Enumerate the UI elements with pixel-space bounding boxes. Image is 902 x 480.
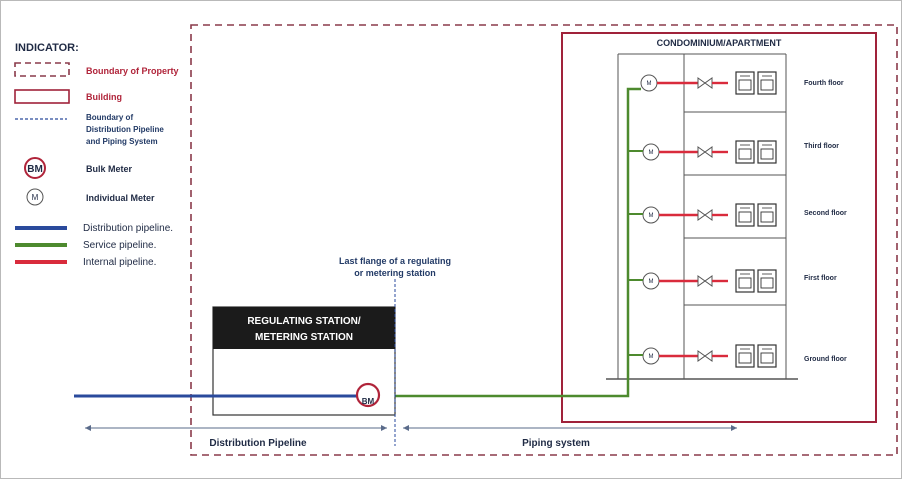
- legend-boundary-pipeline-label-1: Boundary of: [86, 113, 133, 122]
- stove-oven-fourth-2: [760, 79, 774, 91]
- regulating-station-title-2: METERING STATION: [255, 332, 353, 343]
- stove-icon-second-2: [757, 203, 777, 227]
- building-title: CONDOMINIUM/APARTMENT: [657, 38, 782, 48]
- legend-internal-label: Internal pipeline.: [83, 257, 156, 268]
- distribution-span-arrow-left: [85, 425, 91, 431]
- stove-oven-ground-1: [738, 352, 752, 364]
- stove-oven-third-1: [738, 148, 752, 160]
- stove-oven-second-2: [760, 211, 774, 223]
- meter-symbol-first: M: [649, 279, 654, 285]
- stove-oven-first-2: [760, 277, 774, 289]
- stove-icon-second-1: [735, 203, 755, 227]
- stove-icon-first-1: [735, 269, 755, 293]
- legend-distribution-label: Distribution pipeline.: [83, 223, 173, 234]
- valve-icon-third: [697, 146, 713, 158]
- property-boundary: [190, 24, 898, 456]
- stove-oven-fourth-1: [738, 79, 752, 91]
- valve-icon-second: [697, 209, 713, 221]
- legend-building-label: Building: [86, 92, 122, 102]
- building-outline: [561, 32, 877, 423]
- distribution-span-arrow-right: [381, 425, 387, 431]
- legend-boundary-property-symbol: [14, 62, 70, 77]
- floor-meter-symbols: M M M M M: [647, 81, 654, 360]
- stove-oven-third-2: [760, 148, 774, 160]
- legend-individual-meter-icon: [26, 188, 44, 206]
- piping-span-label: Piping system: [522, 438, 590, 449]
- floor-label-ground: Ground floor: [804, 356, 847, 363]
- stove-icon-third-2: [757, 140, 777, 164]
- flange-note-line-1: Last flange of a regulating: [339, 256, 451, 266]
- legend-individual-meter-label: Individual Meter: [86, 193, 155, 203]
- legend-individual-meter-symbol: M: [32, 193, 39, 202]
- bulk-meter-icon: [355, 382, 381, 408]
- legend-service-label: Service pipeline.: [83, 240, 156, 251]
- stove-icon-ground-2: [757, 344, 777, 368]
- flange-note-line-2: or metering station: [354, 268, 436, 278]
- stove-icon-first-2: [757, 269, 777, 293]
- regulating-station-header: [213, 307, 395, 349]
- floor-labels: Fourth floor Third floor Second floor Fi…: [804, 80, 847, 363]
- distribution-span-label: Distribution Pipeline: [209, 438, 307, 449]
- stove-oven-second-1: [738, 211, 752, 223]
- legend-boundary-pipeline-label-2: Distribution Pipeline: [86, 125, 164, 134]
- legend-bulk-meter-symbol: BM: [27, 164, 43, 175]
- floor-label-third: Third floor: [804, 143, 839, 150]
- stove-icon-ground-1: [735, 344, 755, 368]
- legend-boundary-pipeline-label-3: and Piping System: [86, 137, 158, 146]
- stove-oven-first-1: [738, 277, 752, 289]
- stove-icon-fourth-2: [757, 71, 777, 95]
- meter-symbol-second: M: [649, 213, 654, 219]
- legend-bulk-meter-icon: [24, 157, 46, 179]
- regulating-station-title-1: REGULATING STATION/: [247, 316, 361, 327]
- bulk-meter-symbol: BM: [362, 397, 375, 406]
- floor-label-second: Second floor: [804, 210, 847, 217]
- stove-oven-ground-2: [760, 352, 774, 364]
- piping-span-arrow-right: [731, 425, 737, 431]
- valve-icon-fourth: [697, 77, 713, 89]
- stove-icon-third-1: [735, 140, 755, 164]
- valve-icon-ground: [697, 350, 713, 362]
- legend-title: INDICATOR:: [15, 42, 79, 54]
- legend-boundary-property-label: Boundary of Property: [86, 66, 179, 76]
- meter-symbol-fourth: M: [647, 81, 652, 87]
- service-pipeline-riser: [394, 87, 641, 398]
- legend: INDICATOR: Boundary of Property Building…: [14, 42, 179, 268]
- legend-bulk-meter-label: Bulk Meter: [86, 164, 133, 174]
- floor-label-first: First floor: [804, 275, 837, 282]
- floors: [640, 71, 777, 368]
- stove-icon-fourth-1: [735, 71, 755, 95]
- valve-icon-first: [697, 275, 713, 287]
- meter-symbol-third: M: [649, 150, 654, 156]
- floor-label-fourth: Fourth floor: [804, 80, 844, 87]
- piping-span-arrow-left: [403, 425, 409, 431]
- meter-symbol-ground: M: [649, 354, 654, 360]
- legend-building-symbol: [14, 89, 70, 104]
